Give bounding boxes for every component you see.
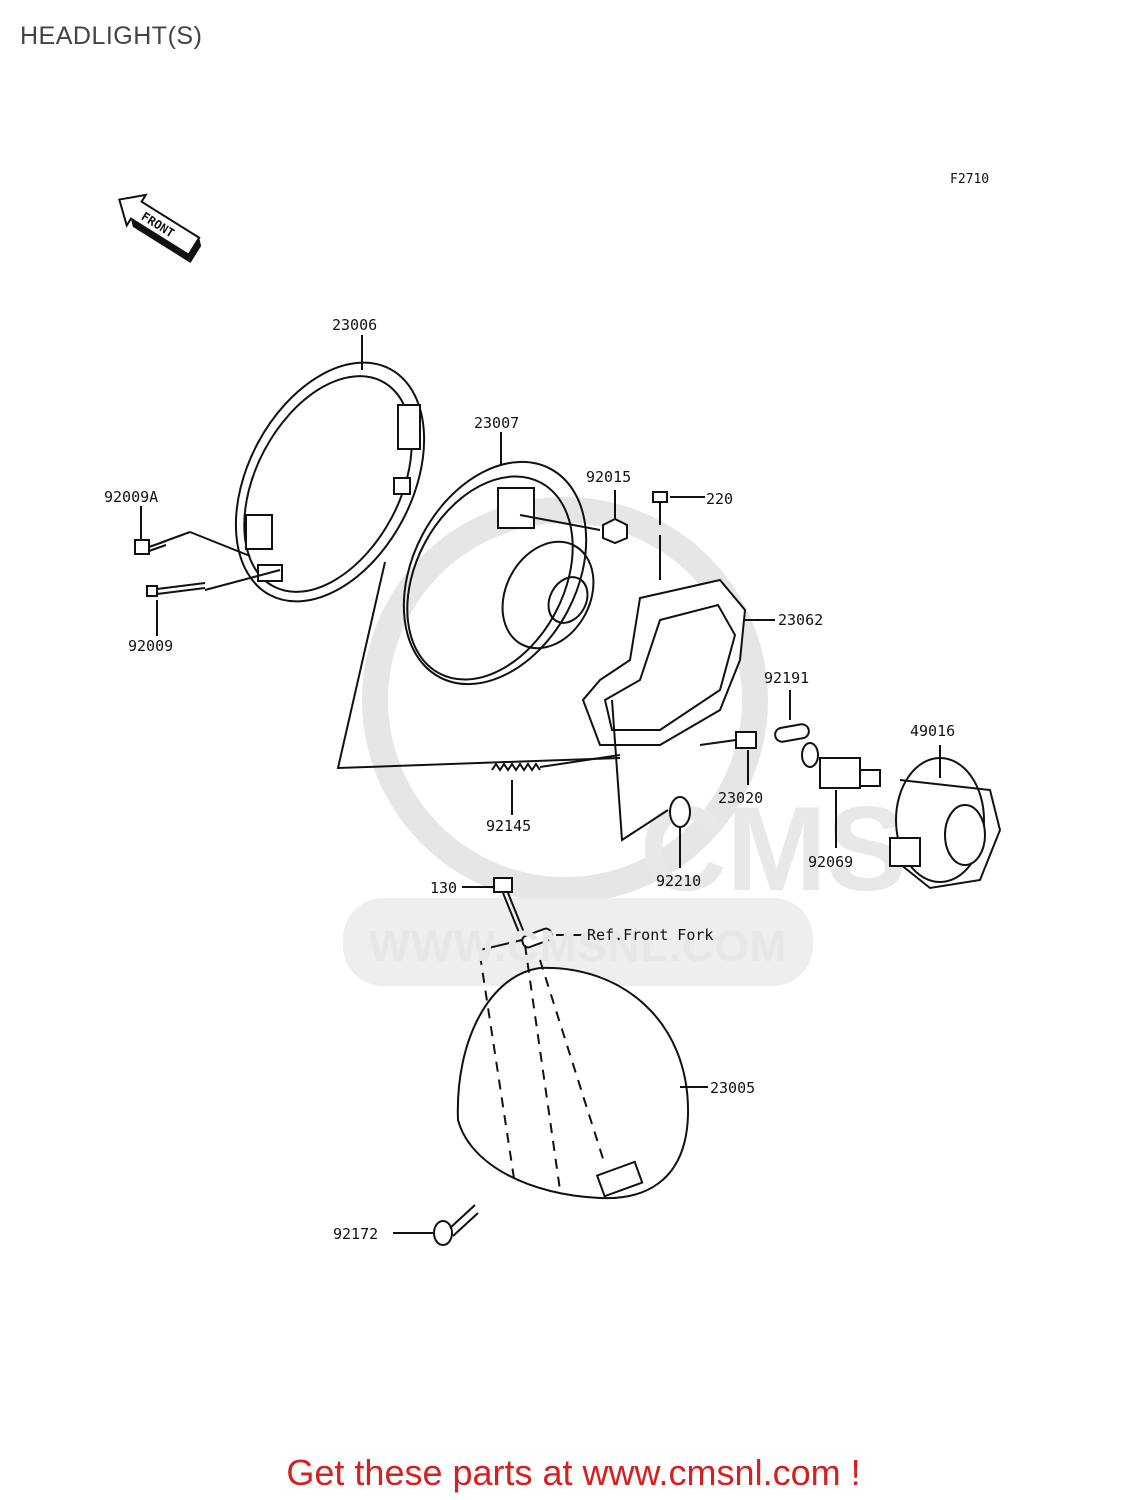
part-label-23005[interactable]: 23005 bbox=[710, 1079, 756, 1097]
front-fork-clamp bbox=[479, 927, 585, 951]
part-label-92172[interactable]: 92172 bbox=[333, 1225, 379, 1243]
ref-label-front-fork[interactable]: Ref.Front Fork bbox=[587, 926, 714, 944]
screw-92009A bbox=[134, 539, 167, 555]
screw-92009 bbox=[146, 582, 206, 597]
part-label-220[interactable]: 220 bbox=[706, 490, 734, 508]
cta-link[interactable]: Get these parts at www.cmsnl.com ! bbox=[286, 1452, 861, 1493]
part-label-23006[interactable]: 23006 bbox=[332, 316, 378, 334]
socket-23020 bbox=[699, 731, 757, 785]
plate-92210 bbox=[611, 699, 691, 868]
bracket-23062 bbox=[581, 578, 775, 746]
page-title: HEADLIGHT(S) bbox=[20, 22, 203, 50]
tube-92191 bbox=[774, 690, 810, 743]
part-label-23062[interactable]: 23062 bbox=[778, 611, 824, 629]
part-label-130[interactable]: 130 bbox=[430, 879, 458, 897]
part-label-92210[interactable]: 92210 bbox=[656, 872, 702, 890]
rim-23006 bbox=[234, 361, 426, 603]
part-label-92191[interactable]: 92191 bbox=[764, 669, 810, 687]
headlight-unit-23007 bbox=[402, 432, 595, 686]
part-label-92069[interactable]: 92069 bbox=[808, 853, 854, 871]
part-label-92145[interactable]: 92145 bbox=[486, 817, 532, 835]
screw-92172 bbox=[393, 1204, 479, 1246]
figure-code: F2710 bbox=[950, 172, 990, 187]
watermark-url: WWW.CMSNL.COM bbox=[368, 922, 788, 971]
bolt-130 bbox=[462, 877, 526, 936]
part-label-49016[interactable]: 49016 bbox=[910, 722, 956, 740]
part-label-92009[interactable]: 92009 bbox=[128, 637, 174, 655]
nut-92015 bbox=[519, 490, 628, 545]
part-label-92015[interactable]: 92015 bbox=[586, 468, 632, 486]
front-arrow-icon: FRONT bbox=[118, 193, 202, 263]
boot-49016 bbox=[889, 745, 1002, 890]
part-label-23020[interactable]: 23020 bbox=[718, 789, 764, 807]
bulb-92069 bbox=[801, 742, 881, 848]
part-label-92009A[interactable]: 92009A bbox=[104, 488, 159, 506]
watermark-logo: CMS bbox=[343, 497, 907, 986]
part-drawings bbox=[134, 335, 1002, 1246]
spring-92145 bbox=[336, 561, 621, 815]
bolt-220 bbox=[652, 491, 705, 580]
housing-23005 bbox=[456, 944, 708, 1200]
part-label-23007[interactable]: 23007 bbox=[474, 414, 520, 432]
